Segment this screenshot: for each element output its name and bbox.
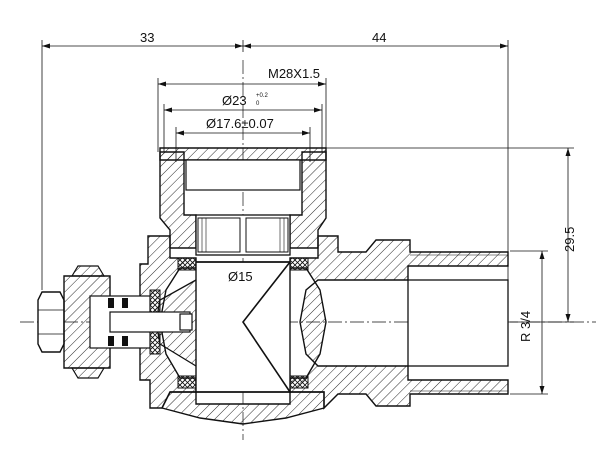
label-height: 29.5 — [562, 227, 577, 252]
dimension-labels: 33 44 M28X1.5 Ø23 +0.2 0 Ø17.6±0.07 Ø15 … — [140, 30, 577, 342]
label-right-length: 44 — [372, 30, 386, 45]
label-diameter-23-tol-upper: +0.2 — [256, 93, 269, 99]
label-diameter-17-6: Ø17.6±0.07 — [206, 116, 274, 131]
label-pipe-thread: R 3/4 — [518, 311, 533, 342]
label-left-length: 33 — [140, 30, 154, 45]
ball-core — [155, 214, 291, 393]
label-diameter-23-tol-lower: 0 — [256, 101, 260, 107]
label-diameter-23: Ø23 — [222, 93, 247, 108]
valve-body — [139, 147, 509, 425]
label-diameter-15: Ø15 — [228, 269, 253, 284]
label-thread: M28X1.5 — [268, 66, 320, 81]
seal-rings — [177, 257, 309, 389]
stem-assembly — [37, 265, 193, 379]
